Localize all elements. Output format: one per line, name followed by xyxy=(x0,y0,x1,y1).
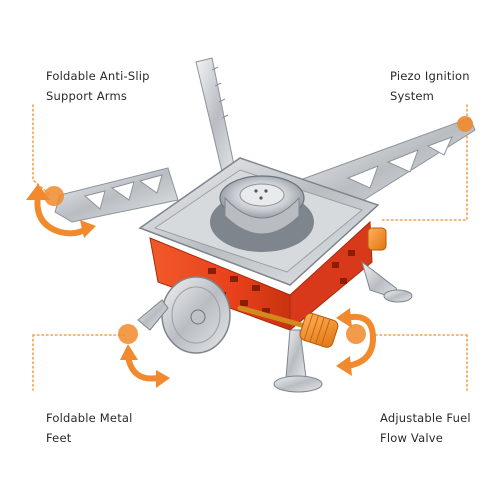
stove-feet xyxy=(137,260,413,393)
marker-dot-valve xyxy=(346,324,366,344)
marker-dots xyxy=(44,116,473,344)
callout-feet-line1: Foldable Metal xyxy=(46,411,133,425)
marker-dot-feet xyxy=(118,324,138,344)
callout-ignition: Piezo Ignition System xyxy=(390,66,470,106)
piezo-ignition-knob xyxy=(367,227,387,251)
callout-valve-line1: Adjustable Fuel xyxy=(380,411,471,425)
leader-line-ignition xyxy=(379,104,468,221)
marker-dot-support-arms xyxy=(44,186,64,206)
callout-feet: Foldable Metal Feet xyxy=(46,408,133,448)
fuel-flow-valve xyxy=(237,305,339,348)
support-arm-left xyxy=(54,167,179,223)
leader-line-feet xyxy=(32,334,126,391)
callout-valve: Adjustable Fuel Flow Valve xyxy=(380,408,471,448)
marker-dot-arm-right xyxy=(457,116,473,132)
rotate-arrow-valve-icon xyxy=(336,308,377,376)
callout-support-arms-line2: Support Arms xyxy=(46,89,128,103)
callout-support-arms: Foldable Anti-Slip Support Arms xyxy=(46,66,150,106)
callout-ignition-line1: Piezo Ignition xyxy=(390,69,470,83)
callout-ignition-line2: System xyxy=(390,89,435,103)
leader-lines xyxy=(32,104,468,391)
support-arm-back xyxy=(195,57,237,181)
callout-feet-line2: Feet xyxy=(46,431,72,445)
leader-line-support-arms xyxy=(32,104,51,196)
canister-connector xyxy=(161,276,231,354)
burner-head xyxy=(210,175,314,252)
rotate-arrow-feet-icon xyxy=(120,344,170,388)
rotation-arrows xyxy=(26,184,377,388)
callout-support-arms-line1: Foldable Anti-Slip xyxy=(46,69,150,83)
rotate-arrow-support-arms-icon xyxy=(26,184,96,238)
leader-line-valve xyxy=(374,334,468,391)
callout-valve-line2: Flow Valve xyxy=(380,431,444,445)
stove-body xyxy=(149,220,373,332)
